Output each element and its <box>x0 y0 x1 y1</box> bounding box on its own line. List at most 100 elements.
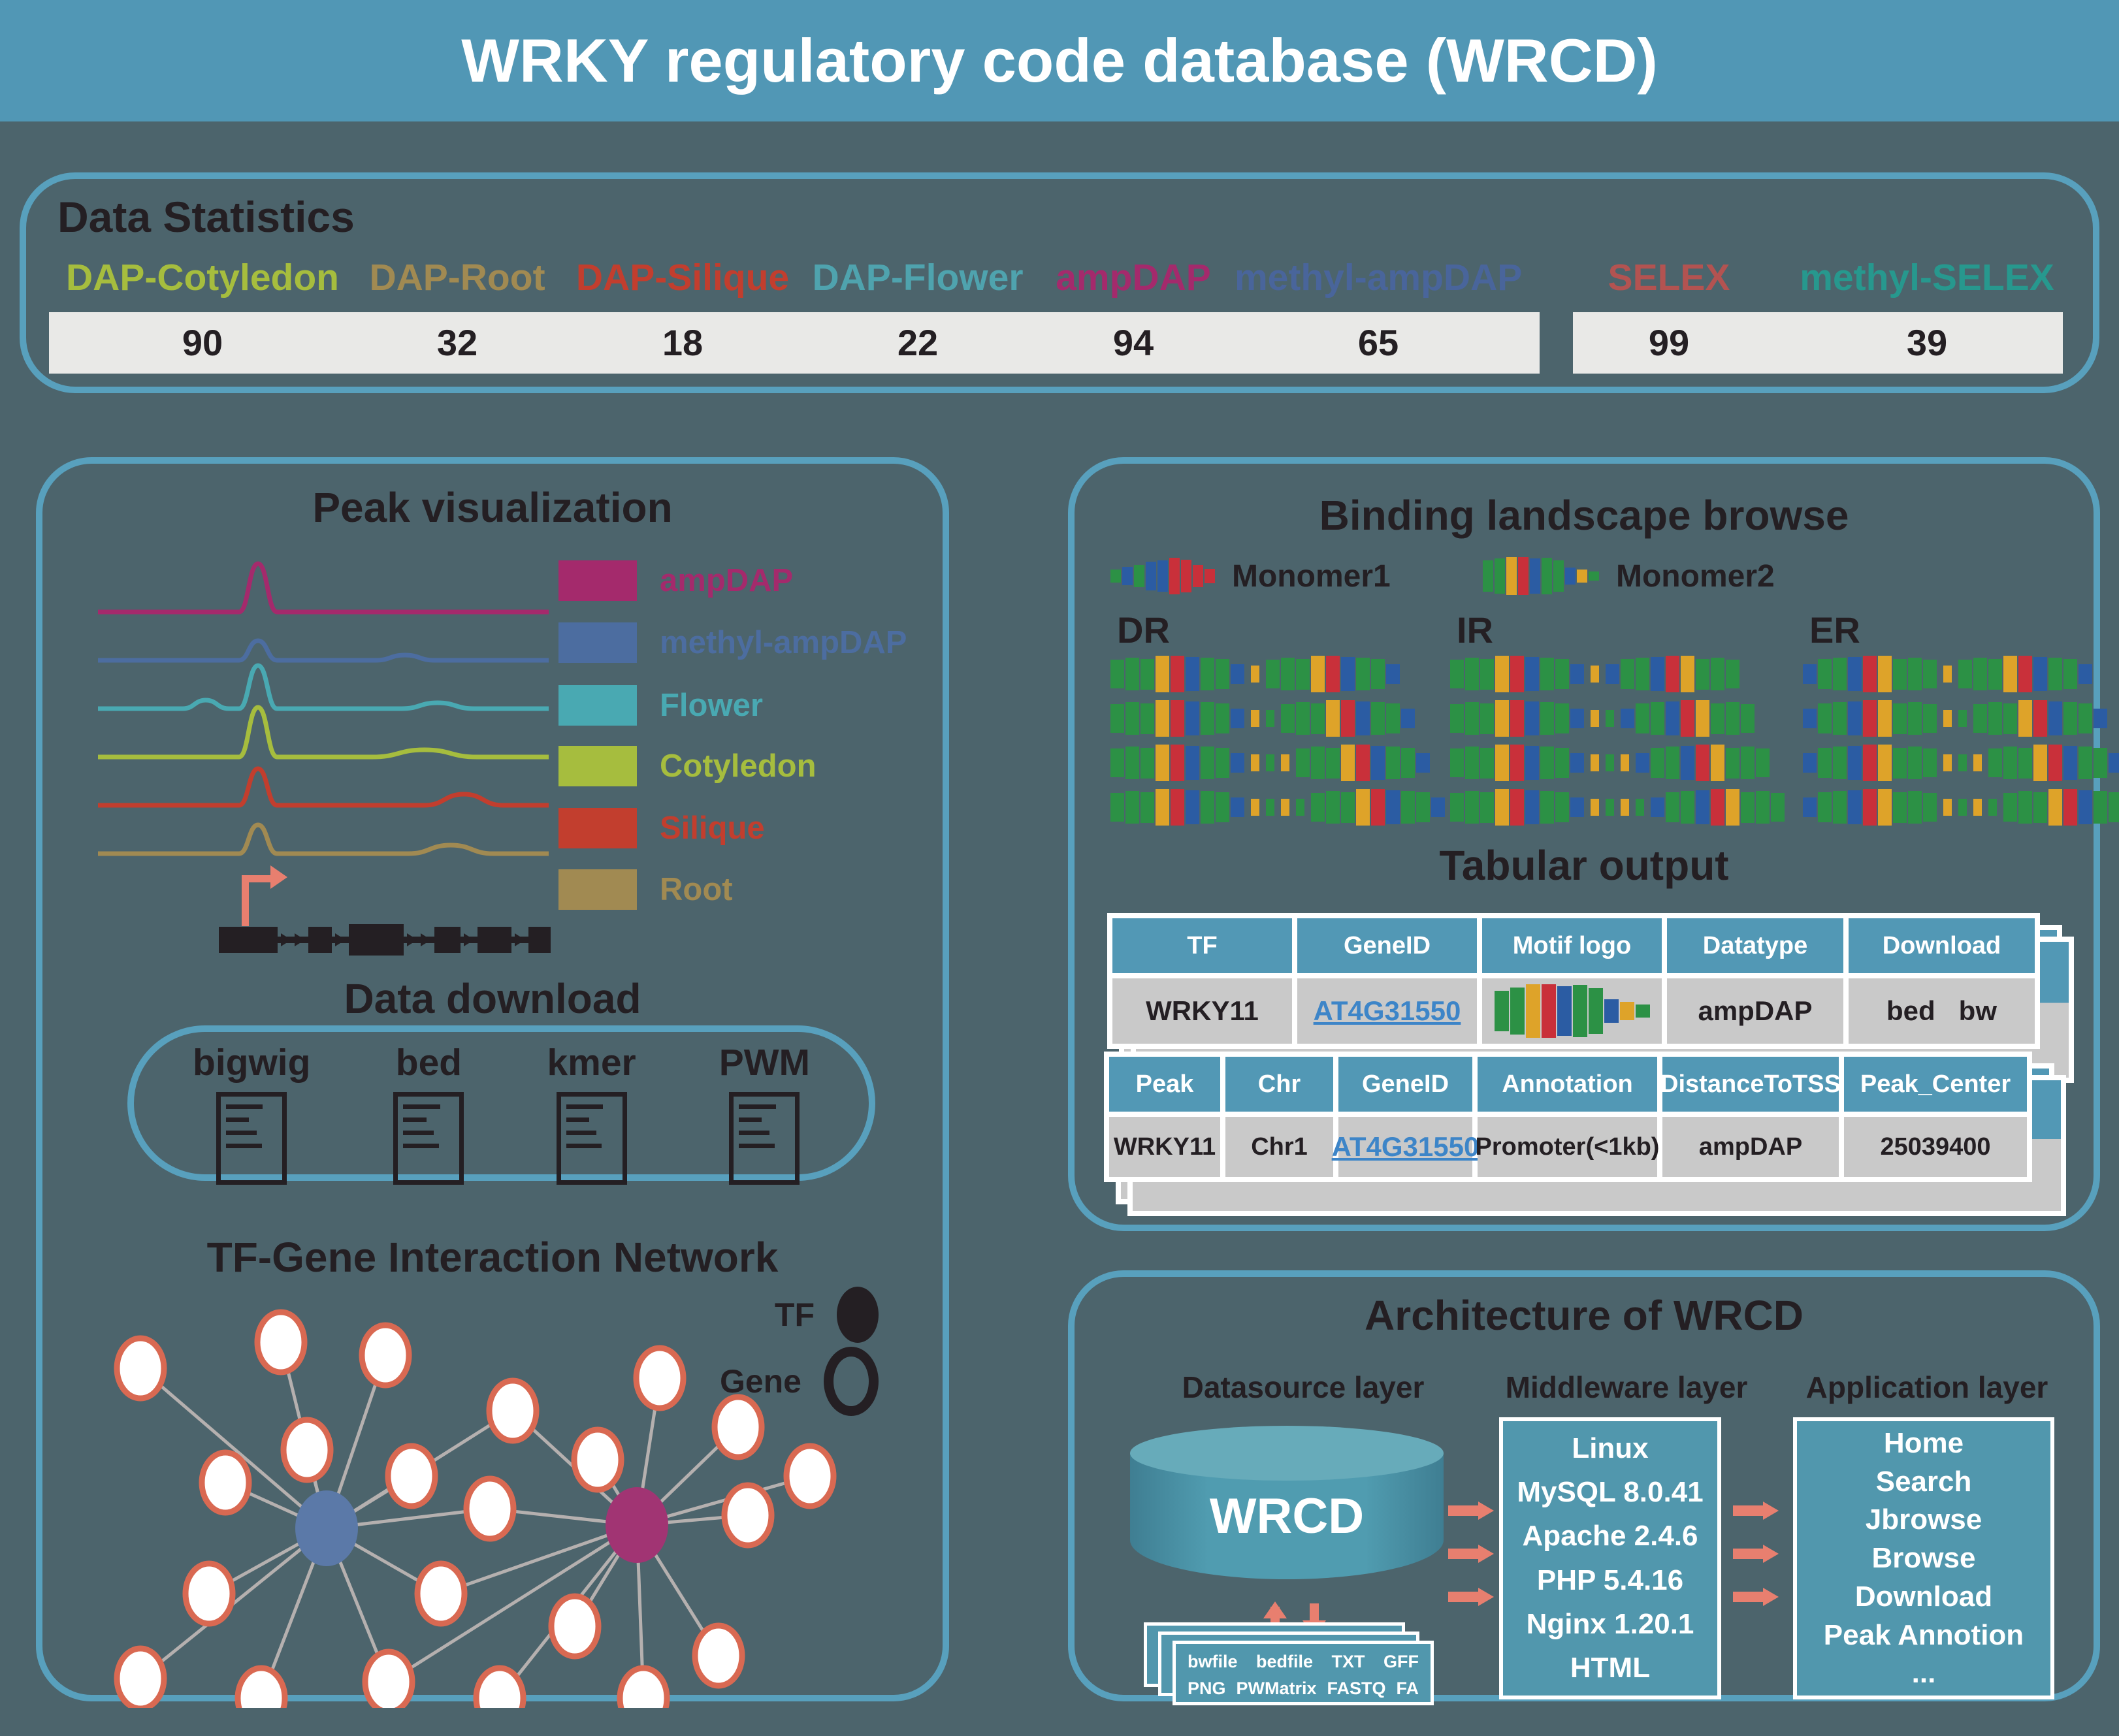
stat-category-label: SELEX <box>1608 257 1730 298</box>
stats-heading: Data Statistics <box>57 193 355 241</box>
table-cell: ampDAP <box>1667 978 1843 1044</box>
gene-legend-row: Gene <box>604 1347 879 1416</box>
gene-node <box>548 1593 602 1660</box>
binding-row <box>1110 788 1445 827</box>
stat-count: 39 <box>1906 322 1948 363</box>
motif-logo <box>1958 656 2092 692</box>
spacer-blocks <box>1251 666 1259 683</box>
stat-category-label: DAP-Flower <box>812 257 1024 298</box>
application-item: Search <box>1875 1465 1972 1498</box>
motif-logo <box>1450 700 1584 737</box>
gene-node <box>182 1560 236 1627</box>
stat-count: 22 <box>897 322 939 363</box>
strand-arrow-icon <box>464 933 474 946</box>
motif-logo <box>2003 789 2119 826</box>
architecture-title: Architecture of WRCD <box>1364 1292 1804 1339</box>
legend-label: ampDAP <box>660 563 794 598</box>
middleware-item: MySQL 8.0.41 <box>1517 1476 1704 1509</box>
middleware-item: Linux <box>1572 1432 1649 1465</box>
application-item: Download <box>1854 1580 1993 1613</box>
middleware-item: HTML <box>1570 1651 1651 1684</box>
stat-count: 65 <box>1357 322 1399 363</box>
file-icon <box>393 1092 464 1185</box>
table-cell: WRKY11 <box>1112 978 1292 1044</box>
motif-logo <box>1621 700 1755 737</box>
table-header-cell: GeneID <box>1338 1057 1472 1112</box>
tabular-output-title: Tabular output <box>1439 842 1729 889</box>
download-option-bw[interactable]: bw <box>1958 995 1997 1026</box>
motif-logo <box>1110 789 1244 826</box>
data-download-title: Data download <box>344 975 641 1022</box>
table-header-cell: Peak <box>1109 1057 1220 1112</box>
stat-category-label: DAP-Silique <box>575 257 790 298</box>
stat-count: 94 <box>1112 322 1154 363</box>
gene-id-link[interactable]: AT4G31550 <box>1331 1131 1480 1162</box>
download-format-PWM[interactable]: PWM <box>719 1041 810 1185</box>
binding-row <box>1110 699 1437 738</box>
download-format-bed[interactable]: bed <box>393 1041 464 1185</box>
table-header-cell: TF <box>1112 918 1292 973</box>
legend-swatch <box>558 746 637 786</box>
flow-arrow-icon <box>1733 1588 1779 1606</box>
motif-logo <box>1450 745 1584 781</box>
tf-gene-network-graph <box>114 1309 837 1708</box>
coverage-track-Cotyledon <box>98 705 549 760</box>
binding-row <box>1450 743 1777 782</box>
spacer-blocks <box>1591 710 1614 727</box>
table-header-cell: Chr <box>1225 1057 1333 1112</box>
table-header-cell: Motif logo <box>1482 918 1662 973</box>
legend-label: Flower <box>660 688 763 723</box>
gene-node <box>280 1417 334 1483</box>
motif-logo <box>1988 745 2119 781</box>
gene-model <box>209 863 575 968</box>
application-item: Browse <box>1871 1542 1976 1574</box>
table-cell: 25039400 <box>1844 1117 2027 1177</box>
stat-count: 90 <box>182 322 223 363</box>
download-option-bed[interactable]: bed <box>1886 995 1935 1026</box>
gene-node <box>783 1443 837 1509</box>
legend-label: Cotyledon <box>660 748 817 784</box>
exon-box <box>349 924 404 956</box>
table-header-cell: Peak_Center <box>1844 1057 2027 1112</box>
peak-visualization-title: Peak visualization <box>312 484 673 531</box>
exon-box <box>308 927 332 953</box>
monomer-label: Monomer1 <box>1232 558 1391 594</box>
flow-arrow-icon <box>1448 1545 1494 1563</box>
legend-label: Silique <box>660 811 765 846</box>
gene-node <box>362 1648 415 1708</box>
tf-legend-row: TF <box>604 1281 879 1348</box>
stat-count: 99 <box>1648 322 1690 363</box>
strand-arrow-icon <box>295 933 305 946</box>
gene-node <box>385 1443 438 1509</box>
stats-value-bar-selex <box>1573 312 2063 374</box>
stat-category-label: methyl-SELEX <box>1800 257 2054 298</box>
layer-heading: Application layer <box>1805 1370 2048 1404</box>
file-type-label: bwfile <box>1188 1652 1238 1671</box>
binding-row <box>1450 699 1777 738</box>
spacer-blocks <box>1251 799 1304 816</box>
gene-node <box>571 1426 624 1493</box>
gene-node <box>692 1622 745 1689</box>
exon-box <box>477 927 511 953</box>
group-label-DR: DR <box>1117 609 1170 651</box>
download-format-bigwig[interactable]: bigwig <box>193 1041 310 1185</box>
application-item: ... <box>1911 1657 1936 1690</box>
motif-logo <box>1973 700 2107 737</box>
gene-node <box>633 1345 687 1411</box>
layer-heading: Datasource layer <box>1182 1370 1425 1404</box>
gene-id-link[interactable]: AT4G31550 <box>1313 995 1461 1026</box>
gene-node <box>235 1665 288 1708</box>
download-format-kmer[interactable]: kmer <box>547 1041 636 1185</box>
group-label-IR: IR <box>1457 609 1493 651</box>
table-cell: WRKY11 <box>1109 1117 1220 1177</box>
coverage-track-ampDAP <box>98 561 549 615</box>
middleware-item: Nginx 1.20.1 <box>1526 1607 1694 1640</box>
tf-legend-label: TF <box>774 1296 815 1333</box>
binding-row <box>1450 788 1785 827</box>
motif-logo <box>1110 745 1244 781</box>
exon-box <box>219 927 278 953</box>
